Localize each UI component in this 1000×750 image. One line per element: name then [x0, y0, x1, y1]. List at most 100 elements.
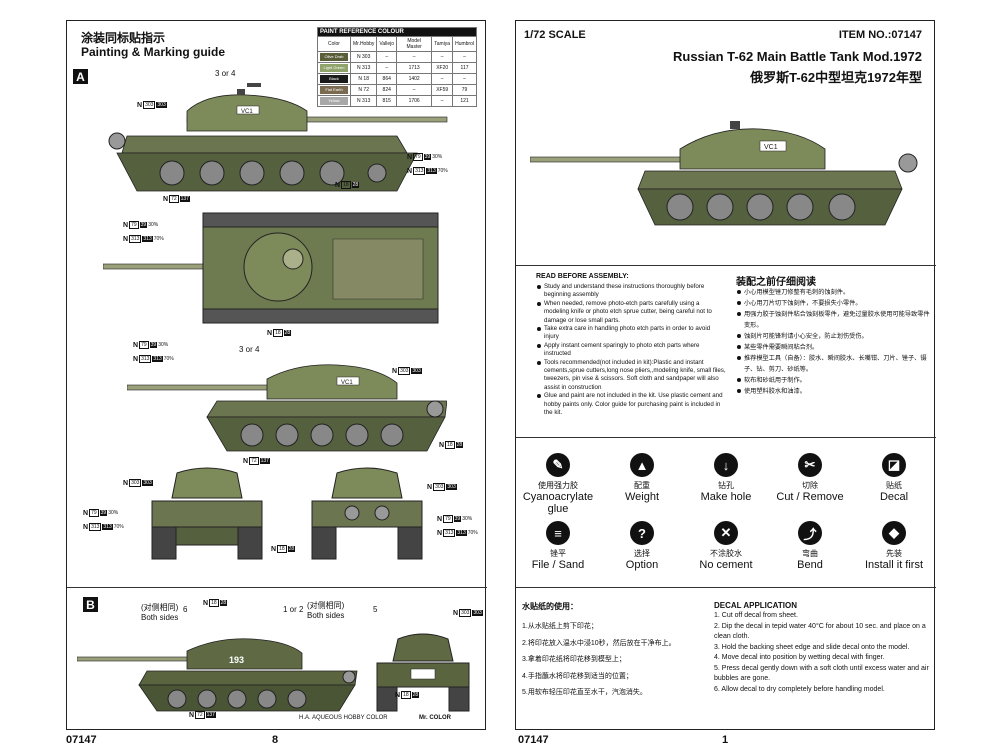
water-decal-step-cn: 2.将印花放入温水中浸10秒，然后放在干净布上。: [522, 639, 676, 647]
decal-step-en: 5. Press decal gently down with a soft c…: [714, 664, 929, 683]
paint-brand-2: Mr. COLOR: [419, 715, 452, 721]
antenna-option-label: 3 or 4: [215, 69, 236, 78]
section-b-label: B: [83, 597, 98, 612]
both-sides-note-left: (对侧相同) Both sides: [141, 603, 179, 622]
symbol-label-cn: 贴纸: [886, 481, 902, 490]
option-icon: ?: [630, 521, 654, 545]
water-decal-step-cn: 5.用软布轻压印花直至水干，汽泡消失。: [522, 689, 647, 696]
symbols-divider: [516, 587, 936, 588]
decal-step-en: 4. Move decal into position by wetting d…: [714, 654, 885, 661]
right-footer-code: 07147: [518, 734, 549, 746]
cut-icon: ✂: [798, 453, 822, 477]
svg-text:VC1: VC1: [764, 144, 778, 151]
symbol-label-en: Make hole: [700, 491, 752, 503]
symbol-label-cn: 钻孔: [718, 481, 734, 490]
tank-top-view-a: [103, 212, 439, 324]
painting-guide-title-en: Painting & Marking guide: [81, 45, 226, 59]
decal-step-en: 2. Dip the decal in tepid water 40°C for…: [714, 622, 926, 641]
paint-col-header: Color: [317, 36, 351, 52]
read-before-en: READ BEFORE ASSEMBLY:: [536, 273, 629, 280]
section-a-label: A: [73, 69, 88, 84]
tank-side-drawing: VC1: [108, 83, 448, 192]
paint-color-chip: Yellow: [320, 97, 348, 105]
paint-mrhobby: N 313: [349, 95, 378, 107]
symbol-label-cn: 配重: [634, 481, 650, 490]
painting-guide-page: 涂装同标贴指示 Painting & Marking guide PAINT R…: [66, 20, 487, 730]
left-footer-page: 8: [272, 734, 279, 746]
kit-title-en: Russian T-62 Main Battle Tank Mod.1972: [673, 49, 922, 64]
decal-step-en: 1. Cut off decal from sheet.: [714, 612, 798, 619]
drill-icon: ↓: [714, 453, 738, 477]
svg-text:VC1: VC1: [341, 380, 353, 386]
assembly-note-en: Tools recommended(not included in kit):P…: [536, 359, 726, 393]
symbol-label-cn: 选择: [634, 549, 650, 558]
symbol-label-cn: 切除: [802, 481, 818, 490]
symbol-label-cn: 先装: [886, 549, 902, 558]
paint-vallejo: –: [376, 51, 398, 63]
marking-number-5: 5: [373, 605, 378, 614]
paint-mrhobby: N 313: [349, 62, 378, 74]
symbol-label-en: Option: [625, 559, 659, 571]
assembly-note-en: Apply instant cement sparingly to photo …: [536, 342, 726, 359]
symbol-label-en: File / Sand: [531, 559, 585, 571]
tank-front-view-b: [376, 633, 470, 712]
symbol-label-cn: 使用强力胶: [538, 481, 578, 490]
decal-icon: ◪: [882, 453, 906, 477]
assembly-note-cn: 小心用模型锉刀修整有毛刺的蚀刻件。: [736, 287, 931, 298]
water-decal-step-cn: 4.手指蘸水将印花移到适当的位置；: [522, 672, 633, 680]
item-number: ITEM NO.:07147: [838, 29, 922, 41]
header-divider: [516, 265, 936, 266]
paint-col-header: Tamiya: [431, 36, 454, 52]
assembly-note-cn: 蚀刻片可能锋利请小心安全，防止划伤受伤。: [736, 331, 931, 342]
paint-model-master: 1706: [396, 95, 433, 107]
tank-rear-view-a: [311, 467, 423, 560]
symbol-label-en: No cement: [699, 559, 753, 571]
assembly-note-cn: 推荐模型工具（自备）：胶水、瞬间胶水、长嘴钳、刀片、锉子、镊子、钻、剪刀、砂纸等…: [736, 353, 931, 375]
paint-color-chip: Flat Earth: [320, 86, 348, 94]
paint-swatch: Light Green: [317, 62, 351, 74]
paint-col-header: Model Master: [396, 36, 433, 52]
water-decal-steps-cn: 1.从水贴纸上剪下印花；2.将印花放入温水中浸10秒，然后放在干净布上。3.拿着…: [522, 619, 712, 702]
symbol-label-en: Cut / Remove: [776, 491, 844, 503]
paint-color-chip: Olive Drab: [320, 53, 348, 61]
symbol-label-en: Cyanoacrylate glue: [522, 491, 594, 515]
assembly-note-en: When needed, remove photo-etch parts car…: [536, 300, 726, 325]
bend-icon: ⤴: [798, 521, 822, 545]
paint-brand-1: H.A. AQUEOUS HOBBY COLOR: [299, 715, 388, 721]
symbol-label-en: Decal: [879, 491, 909, 503]
install-first-icon: ◆: [882, 521, 906, 545]
symbol-label-cn: 锉平: [550, 549, 566, 558]
kit-title-cn: 俄罗斯T-62中型坦克1972年型: [750, 70, 922, 85]
paint-tamiya: –: [431, 51, 454, 63]
decal-step-en: 3. Hold the backing sheet edge and slide…: [714, 643, 910, 651]
decal-steps-en: 1. Cut off decal from sheet. 2. Dip the d…: [714, 611, 932, 695]
section-divider: [67, 587, 487, 588]
glue-icon: ✎: [546, 453, 570, 477]
marking-option-1or2: 1 or 2: [283, 605, 304, 614]
paint-table-caption: PAINT REFERENCE COLOUR: [317, 27, 477, 37]
assembly-note-en: Take extra care in handling photo etch p…: [536, 325, 726, 342]
paint-humbrol: –: [452, 51, 477, 63]
